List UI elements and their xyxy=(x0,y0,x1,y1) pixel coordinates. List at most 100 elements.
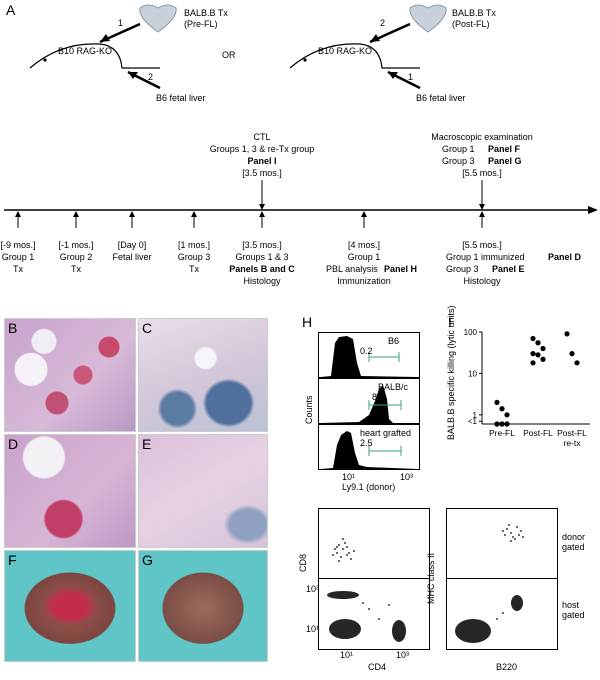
hist-xlabel: Ly9.1 (donor) xyxy=(342,482,396,492)
panel-b-label: B xyxy=(8,320,18,336)
macro-l1: Macroscopic examination xyxy=(431,132,533,142)
y-tick-label: 10 xyxy=(468,369,477,378)
hist-label-heart: heart grafted xyxy=(360,428,412,438)
panel-e-label: E xyxy=(142,436,152,452)
left-step-liver: 2 xyxy=(148,72,154,82)
left-heart-sub: (Pre-FL) xyxy=(184,19,218,29)
tl2-l2: Fetal liver xyxy=(112,252,152,262)
scatter-ylabel-left: CD8 xyxy=(298,553,308,572)
left-step-heart: 1 xyxy=(118,18,124,28)
macro-l3b: Panel G xyxy=(488,156,522,166)
ctl-l1: CTL xyxy=(253,132,271,142)
data-point xyxy=(504,412,510,418)
data-point xyxy=(494,421,500,427)
x-category-label: Pre-FL xyxy=(489,428,515,438)
data-point xyxy=(530,360,536,366)
y-tick-label: 1 xyxy=(473,411,478,420)
gate-value-heart: 2.5 xyxy=(360,438,373,448)
right-heart-label: BALB.B Tx xyxy=(452,8,496,18)
histogram-balbc xyxy=(318,378,420,424)
tl6-l3b: Panel E xyxy=(492,264,525,274)
tl5-l1: [4 mos.] xyxy=(347,240,381,250)
data-point xyxy=(564,331,570,337)
hist-label-b6: B6 xyxy=(388,336,400,346)
left-heart-label: BALB.B Tx xyxy=(184,8,228,18)
tl4-l4: Histology xyxy=(243,276,281,286)
histology-panel-d xyxy=(4,434,136,548)
tl6-l1: [5.5 mos.] xyxy=(462,240,502,250)
tl4-l3: Panels B and C xyxy=(229,264,295,274)
macro-l2a: Group 1 xyxy=(442,144,475,154)
tl3-l1: [1 mos.] xyxy=(177,240,211,250)
scatter-tick-x-3: 10³ xyxy=(396,650,410,660)
tl5-l2: Group 1 xyxy=(347,252,381,262)
scatter-ylabel-right: MHC class II xyxy=(426,552,436,604)
panel-a-label: A xyxy=(6,2,16,18)
tl6-l4: Histology xyxy=(463,276,501,286)
tl5-l3a: PBL analysis xyxy=(326,264,378,274)
tl6-l2b: Panel D xyxy=(548,252,582,262)
kidney-panel-f xyxy=(4,550,136,662)
histogram-heart-grafted xyxy=(318,424,420,470)
hist-xtick-3: 10³ xyxy=(400,472,414,482)
histology-panel-e xyxy=(138,434,268,548)
panel-h-label: H xyxy=(302,314,313,330)
left-liver-label: B6 fetal liver xyxy=(156,93,206,103)
scatter-tick-y-3: 10³ xyxy=(306,584,320,594)
panel-g-label: G xyxy=(142,552,153,568)
panel-i-label: I xyxy=(448,314,452,330)
left-mouse-label: B10 RAG-KO xyxy=(58,46,113,56)
ctl-l4: [3.5 mos.] xyxy=(242,168,282,178)
y-tick-label: 100 xyxy=(464,328,478,337)
tl5-l3b: Panel H xyxy=(384,264,418,274)
right-liver-label: B6 fetal liver xyxy=(416,93,466,103)
data-point xyxy=(535,340,541,346)
scatter-xlabel-left: CD4 xyxy=(368,662,387,672)
tl0-l3: Tx xyxy=(13,264,23,274)
ctl-l3: Panel I xyxy=(247,156,277,166)
data-point xyxy=(535,352,541,358)
tl4-l1: [3.5 mos.] xyxy=(242,240,282,250)
panel-a-schemes xyxy=(29,4,447,90)
hist-ylabel: Counts xyxy=(304,395,314,424)
data-point xyxy=(540,356,546,362)
gate-donor-label: donor gated xyxy=(562,532,586,552)
data-point xyxy=(530,335,536,342)
tl3-l2: Group 3 xyxy=(177,252,211,262)
y-tick-label: <1 xyxy=(468,417,478,426)
x-category-label: re-tx xyxy=(564,438,582,448)
right-heart-sub: (Post-FL) xyxy=(452,19,490,29)
tl1-l2: Group 2 xyxy=(59,252,93,262)
histogram-b6 xyxy=(318,332,420,378)
kidney-panel-g xyxy=(138,550,268,662)
scatter-xlabel-right: B220 xyxy=(496,662,518,672)
tl5-l4: Immunization xyxy=(337,276,391,286)
right-step-liver: 1 xyxy=(408,72,414,82)
data-point xyxy=(540,345,546,352)
macro-l4: [5.5 mos.] xyxy=(462,168,502,178)
tl2-l1: [Day 0] xyxy=(117,240,147,250)
histology-panel-b xyxy=(4,318,136,432)
scatter-cd4-cd8-donor xyxy=(318,508,430,580)
panel-d-label: D xyxy=(8,436,19,452)
macro-l2b: Panel F xyxy=(488,144,521,154)
tl6-l3a: Group 3 xyxy=(446,264,479,274)
tl1-l1: [-1 mos.] xyxy=(58,240,94,250)
gate-host-label: host gated xyxy=(562,600,585,620)
scatter-tick-x-1: 10¹ xyxy=(340,650,354,660)
gate-value-b6: 0.2 xyxy=(360,346,373,356)
gate-value-balbc: 83 xyxy=(372,392,383,402)
scatter-tick-y-1: 10¹ xyxy=(306,624,320,634)
timeline-axis xyxy=(4,206,598,228)
data-point xyxy=(504,421,510,427)
ctl-l2: Groups 1, 3 & re-Tx group xyxy=(209,144,315,154)
data-point xyxy=(530,351,536,357)
histology-panel-c xyxy=(138,318,268,432)
data-point xyxy=(569,351,575,357)
scatter-b220-mhc-host xyxy=(446,578,558,650)
tl4-l2: Groups 1 & 3 xyxy=(235,252,289,262)
panel-f-label: F xyxy=(8,552,17,568)
macro-l3a: Group 3 xyxy=(442,156,475,166)
panel-c-label: C xyxy=(142,320,153,336)
